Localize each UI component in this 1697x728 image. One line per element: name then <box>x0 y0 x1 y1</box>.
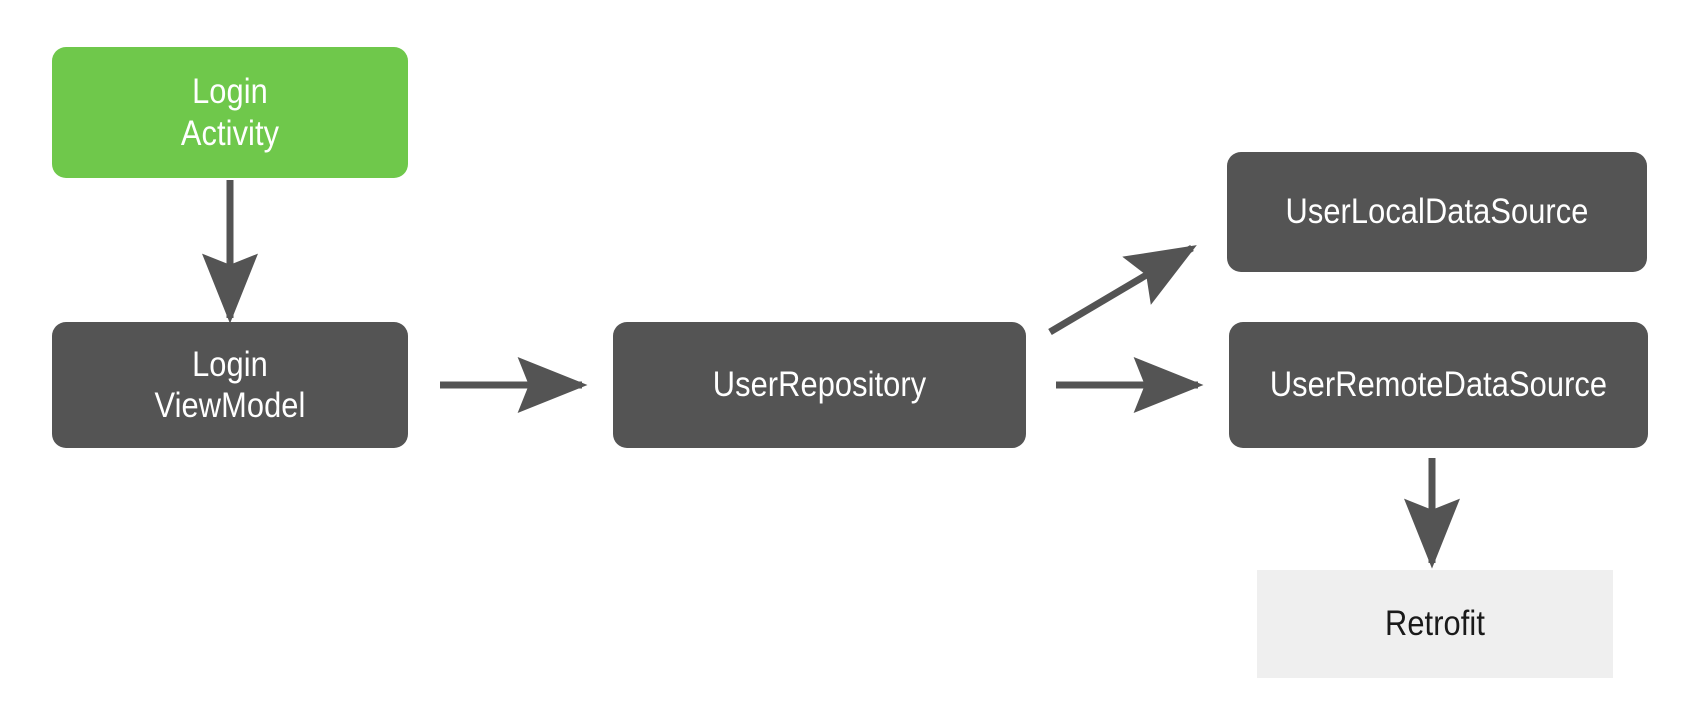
node-user-local-data-source-label: UserLocalDataSource <box>1285 192 1589 232</box>
node-login-activity[interactable]: Login Activity <box>52 47 408 178</box>
node-retrofit[interactable]: Retrofit <box>1257 570 1613 678</box>
node-user-repository-label: UserRepository <box>712 365 927 405</box>
node-login-viewmodel-label: Login ViewModel <box>154 344 306 425</box>
node-user-local-data-source[interactable]: UserLocalDataSource <box>1227 152 1647 272</box>
node-retrofit-label: Retrofit <box>1385 604 1485 644</box>
node-user-repository[interactable]: UserRepository <box>613 322 1026 448</box>
node-user-remote-data-source[interactable]: UserRemoteDataSource <box>1229 322 1648 448</box>
node-login-viewmodel[interactable]: Login ViewModel <box>52 322 408 448</box>
node-login-activity-label: Login Activity <box>180 72 280 153</box>
edge-repository-to-local <box>1048 244 1197 336</box>
node-user-remote-data-source-label: UserRemoteDataSource <box>1269 365 1608 405</box>
